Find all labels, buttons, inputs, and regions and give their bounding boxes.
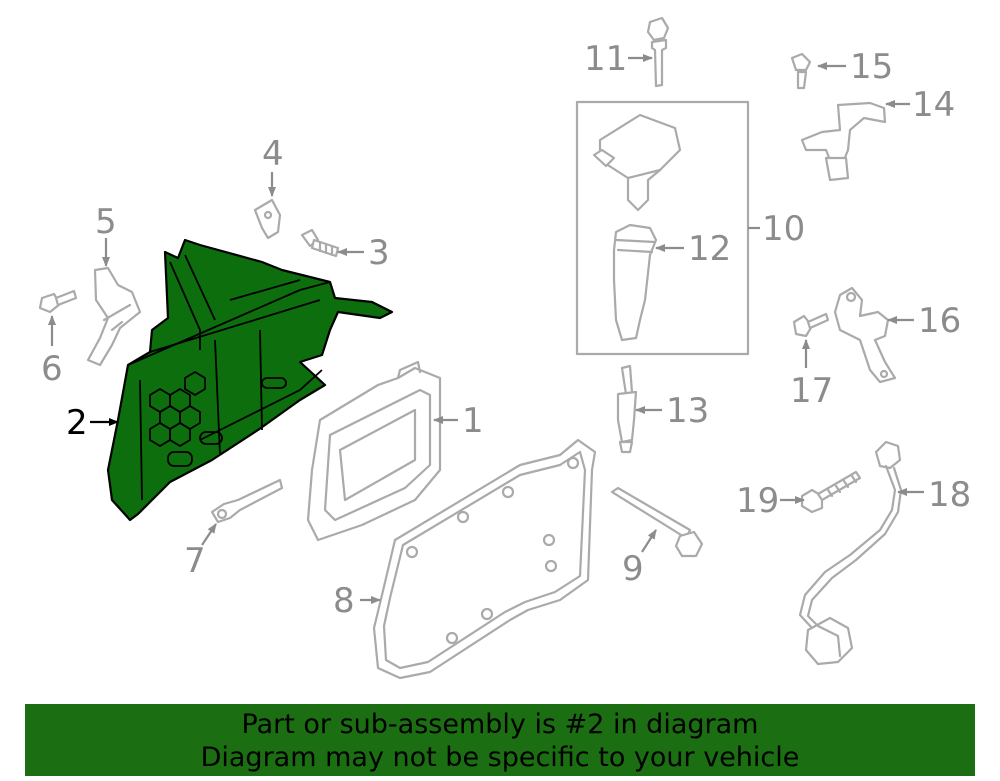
callout-10: 10 (762, 209, 805, 249)
callout-1: 1 (462, 401, 484, 441)
part-17-bolt[interactable] (792, 312, 830, 338)
part-9-bolt[interactable] (610, 486, 704, 558)
banner-line-2: Diagram may not be specific to your vehi… (200, 742, 800, 773)
part-12-boot[interactable] (612, 223, 658, 342)
part-1-ecm[interactable] (306, 360, 442, 542)
callouts: 1 2 3 4 5 6 7 8 9 10 11 12 13 14 15 16 1… (41, 39, 971, 621)
part-18-harness[interactable] (798, 440, 903, 666)
callout-17: 17 (790, 371, 833, 411)
part-2-bracket[interactable] (106, 238, 394, 522)
part-11-bolt[interactable] (646, 16, 670, 88)
part-16-sensor[interactable] (833, 286, 897, 384)
callout-18: 18 (928, 475, 971, 515)
callout-15: 15 (850, 47, 893, 87)
callout-14: 14 (912, 85, 955, 125)
part-5-bracket[interactable] (86, 266, 142, 367)
notice-banner: Part or sub-assembly is #2 in diagram Di… (25, 704, 975, 776)
callout-4: 4 (262, 134, 284, 174)
callout-11: 11 (584, 39, 627, 79)
callout-12: 12 (688, 229, 731, 269)
part-3-bolt[interactable] (300, 228, 340, 258)
callout-16: 16 (918, 301, 961, 341)
part-8-plate[interactable] (372, 438, 597, 680)
callout-2[interactable]: 2 (66, 403, 88, 443)
callout-6: 6 (41, 349, 63, 389)
part-13-spark-plug[interactable] (616, 364, 638, 454)
part-4-clip[interactable] (253, 198, 282, 240)
part-15-bolt[interactable] (790, 52, 812, 90)
hex-pattern (149, 371, 206, 447)
part-10-coil (592, 113, 682, 212)
leader-lines (48, 54, 924, 604)
part-14-sensor[interactable] (800, 101, 887, 182)
callout-8: 8 (333, 581, 355, 621)
callout-9: 9 (622, 549, 644, 589)
part-7-strap[interactable] (210, 478, 284, 524)
part-19-stud[interactable] (800, 470, 862, 514)
callout-5: 5 (95, 202, 117, 242)
part-6-bolt[interactable] (38, 289, 78, 314)
callout-13: 13 (666, 391, 709, 431)
callout-3: 3 (368, 233, 390, 273)
banner-line-1: Part or sub-assembly is #2 in diagram (241, 709, 759, 740)
callout-19: 19 (736, 481, 779, 521)
callout-7: 7 (184, 541, 206, 581)
